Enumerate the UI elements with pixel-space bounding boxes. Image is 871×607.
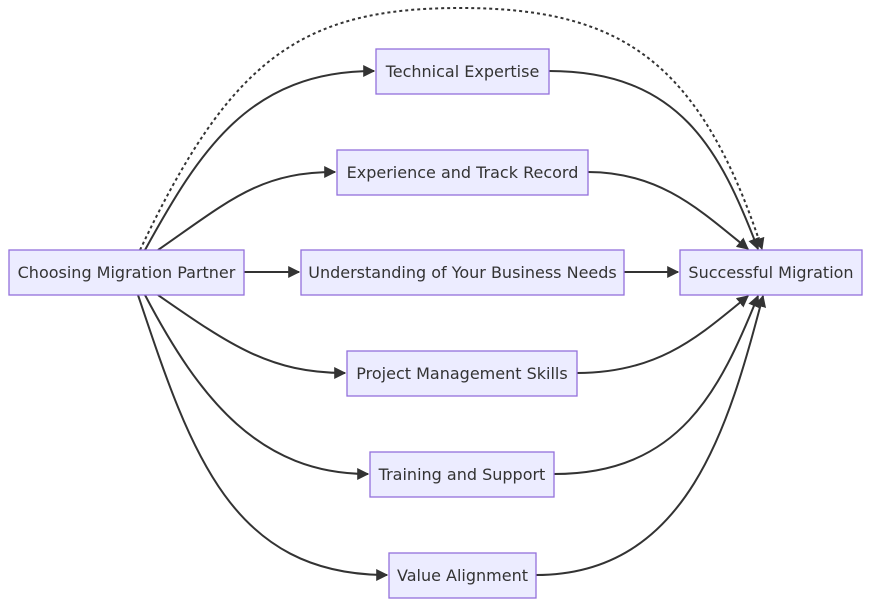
node-label: Experience and Track Record (347, 163, 579, 182)
node-label: Training and Support (378, 465, 546, 484)
node-understanding[interactable]: Understanding of Your Business Needs (300, 249, 625, 296)
node-label: Project Management Skills (356, 364, 567, 383)
node-end[interactable]: Successful Migration (679, 249, 863, 296)
edge-training-end (553, 294, 760, 475)
node-pm[interactable]: Project Management Skills (346, 350, 578, 397)
edge-start-tech (144, 65, 376, 251)
edge-start-value (137, 294, 389, 581)
edge-tech-end (548, 70, 760, 251)
edge-start-pm (157, 294, 347, 379)
node-label: Successful Migration (688, 263, 853, 282)
node-label: Choosing Migration Partner (18, 263, 236, 282)
node-tech[interactable]: Technical Expertise (375, 48, 550, 95)
edge-value-end (535, 294, 767, 576)
edge-start-training (144, 294, 370, 480)
edge-pm-end (576, 295, 749, 374)
node-value[interactable]: Value Alignment (388, 552, 537, 599)
node-label: Understanding of Your Business Needs (308, 263, 617, 282)
node-training[interactable]: Training and Support (369, 451, 555, 498)
edge-start-end-dotted (139, 6, 765, 251)
node-label: Technical Expertise (385, 62, 540, 81)
node-label: Value Alignment (397, 566, 528, 585)
node-exp[interactable]: Experience and Track Record (336, 149, 589, 196)
node-start[interactable]: Choosing Migration Partner (8, 249, 245, 296)
edge-exp-end (587, 171, 749, 250)
edge-start-exp (157, 166, 337, 251)
